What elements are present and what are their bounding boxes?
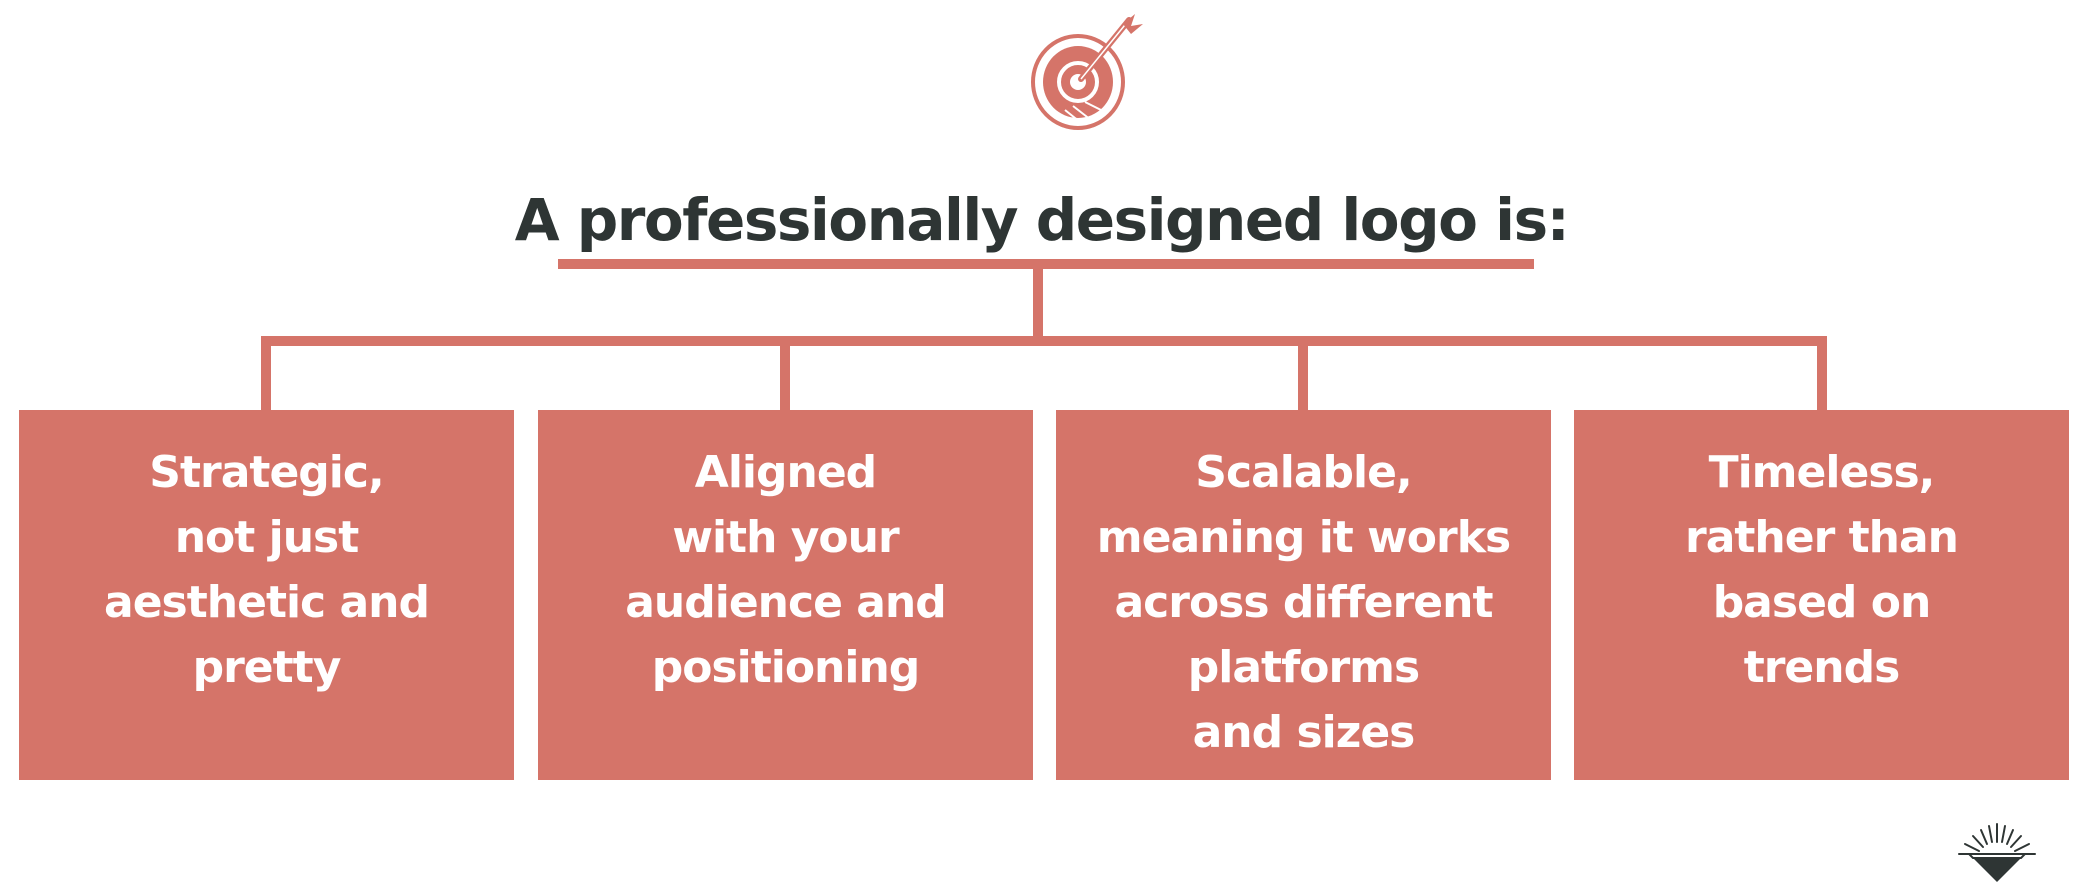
branch-line-2 xyxy=(780,336,790,412)
sunrise-diamond-logo-icon xyxy=(1958,823,2036,882)
item-box-aligned: Aligned with your audience and positioni… xyxy=(538,410,1033,780)
item-box-timeless: Timeless, rather than based on trends xyxy=(1574,410,2069,780)
item-text: Strategic, not just aesthetic and pretty xyxy=(104,447,430,693)
target-with-arrow-icon xyxy=(1031,14,1143,130)
branch-line-1 xyxy=(261,336,271,412)
branch-line-4 xyxy=(1817,336,1827,412)
trunk-line xyxy=(1033,269,1043,341)
item-box-strategic: Strategic, not just aesthetic and pretty xyxy=(19,410,514,780)
branch-line-3 xyxy=(1298,336,1308,412)
diagram-title: A professionally designed logo is: xyxy=(514,186,1570,254)
item-text: Aligned with your audience and positioni… xyxy=(625,447,947,693)
title-underline xyxy=(558,259,1534,269)
horizontal-branch-line xyxy=(261,336,1827,346)
item-text: Timeless, rather than based on trends xyxy=(1685,447,1959,693)
item-box-scalable: Scalable, meaning it works across differ… xyxy=(1056,410,1551,780)
item-text: Scalable, meaning it works across differ… xyxy=(1096,447,1511,758)
